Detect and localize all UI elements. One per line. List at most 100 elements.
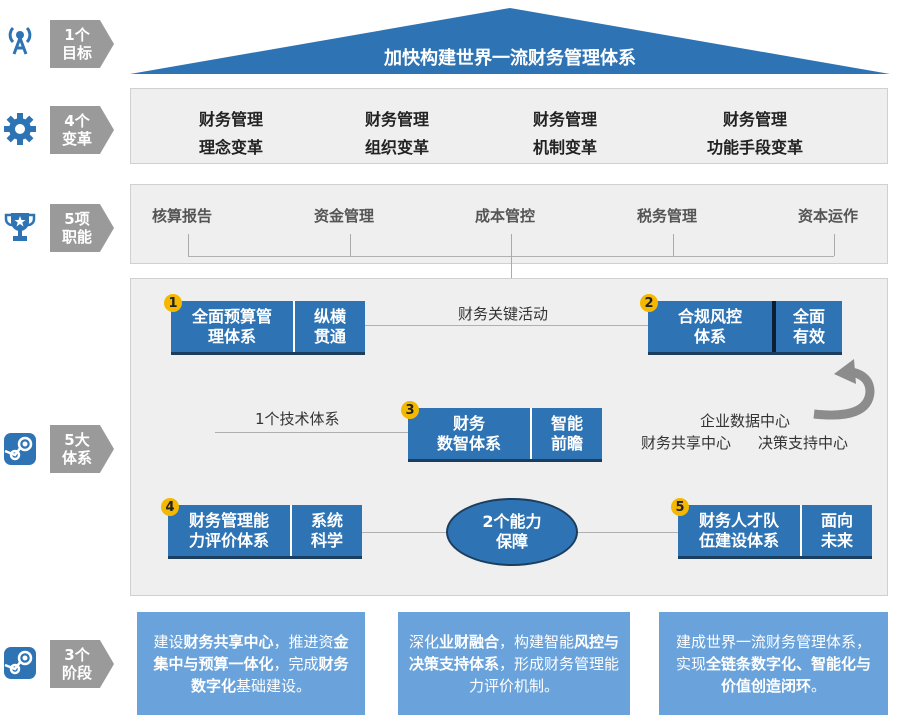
reforms-tag: 4个 变革 bbox=[50, 106, 114, 154]
center-label: 决策支持中心 bbox=[758, 434, 849, 452]
system-box-main: 财务数智体系 bbox=[408, 408, 532, 459]
reform-line1: 财务管理 bbox=[722, 110, 787, 129]
system-box-sub: 纵横贯通 bbox=[295, 301, 365, 352]
system-box-main: 合规风控体系 bbox=[648, 301, 776, 352]
stage-text-segment: 。 bbox=[811, 676, 827, 695]
reform-item: 财务管理 理念变革 bbox=[186, 106, 276, 162]
system-box-sub-line: 系统 bbox=[310, 510, 343, 530]
system-box-sub-line: 智能 bbox=[550, 413, 583, 433]
capability-ellipse: 2个能力保障 bbox=[446, 498, 578, 566]
system-box-main-line: 数智体系 bbox=[436, 433, 501, 453]
connector-line bbox=[511, 256, 512, 278]
system-box-sub-line: 纵横 bbox=[313, 306, 346, 326]
stage-highlight: 全链条数字化、智能化与价值创造闭环 bbox=[706, 654, 872, 695]
reform-line2: 机制变革 bbox=[532, 138, 597, 157]
stage-card-3: 建成世界一流财务管理体系，实现全链条数字化、智能化与价值创造闭环。 bbox=[659, 612, 888, 715]
reform-item: 财务管理 功能手段变革 bbox=[690, 106, 820, 162]
function-tick bbox=[350, 234, 351, 256]
system-box-sub: 系统科学 bbox=[292, 505, 362, 556]
reform-line1: 财务管理 bbox=[364, 110, 429, 129]
system-box-main-line: 理体系 bbox=[207, 326, 256, 346]
capability-line2: 保障 bbox=[495, 532, 528, 551]
function-tick bbox=[511, 234, 512, 256]
system-box-main-line: 合规风控 bbox=[677, 306, 742, 326]
system-box-main: 全面预算管理体系 bbox=[171, 301, 295, 352]
key-activity-line bbox=[365, 325, 648, 326]
systems-tag-count: 5大 bbox=[64, 431, 90, 449]
stage-text: 深化业财融合，构建智能风控与决策支持体系，形成财务管理能力评价机制。 bbox=[408, 631, 620, 697]
goal-tag-label: 目标 bbox=[61, 44, 92, 62]
reform-line2: 功能手段变革 bbox=[706, 138, 803, 157]
system-box-main-line: 体系 bbox=[693, 326, 726, 346]
system-number-badge: 5 bbox=[671, 498, 689, 516]
tech-line bbox=[215, 432, 408, 433]
goal-tag-count: 1个 bbox=[64, 26, 90, 44]
function-item: 核算报告 bbox=[152, 207, 213, 225]
functions-tag: 5项 职能 bbox=[50, 204, 114, 252]
system-box-sub-line: 前瞻 bbox=[550, 433, 583, 453]
system-box-1: 全面预算管理体系 纵横贯通 bbox=[171, 301, 365, 355]
antenna-icon bbox=[8, 26, 32, 55]
system-box-sub-line: 面向 bbox=[820, 510, 853, 530]
stage-card-1: 建设财务共享中心，推进资金集中与预算一体化，完成财务数字化基础建设。 bbox=[137, 612, 365, 715]
system-number-badge: 4 bbox=[161, 498, 179, 516]
system-box-sub: 全面有效 bbox=[776, 301, 842, 352]
stage-text-segment: ，形成财务管理能力评价机制。 bbox=[468, 654, 620, 695]
system-box-sub-line: 全面 bbox=[792, 306, 825, 326]
system-box-sub-line: 科学 bbox=[310, 530, 343, 550]
goal-tag: 1个 目标 bbox=[50, 20, 114, 68]
systems-tag: 5大 体系 bbox=[50, 425, 114, 473]
system-box-main-line: 伍建设体系 bbox=[698, 530, 779, 550]
reforms-tag-label: 变革 bbox=[61, 130, 92, 148]
stages-tag-label: 阶段 bbox=[61, 664, 92, 682]
system-box-main-line: 力评价体系 bbox=[188, 530, 269, 550]
stage-text-segment: 基础建设。 bbox=[236, 676, 312, 695]
reforms-panel bbox=[130, 88, 888, 164]
system-box-sub-line: 有效 bbox=[792, 326, 825, 346]
functions-panel bbox=[130, 184, 888, 264]
system-box-main: 财务人才队伍建设体系 bbox=[678, 505, 802, 556]
gear-icon bbox=[4, 113, 36, 145]
stage-text-segment: 深化 bbox=[408, 632, 439, 651]
stages-tag-count: 3个 bbox=[64, 646, 90, 664]
trophy-icon bbox=[4, 213, 36, 241]
stages-tag: 3个 阶段 bbox=[50, 640, 114, 688]
reforms-tag-count: 4个 bbox=[64, 112, 90, 130]
reform-line1: 财务管理 bbox=[198, 110, 263, 129]
stage-text-segment: ，构建智能 bbox=[499, 632, 575, 651]
stage-highlight: 业财融合 bbox=[438, 632, 499, 651]
system-box-sub: 智能前瞻 bbox=[532, 408, 602, 459]
system-box-4: 财务管理能力评价体系 系统科学 bbox=[168, 505, 362, 559]
reform-line2: 理念变革 bbox=[198, 138, 263, 157]
steam-icon bbox=[4, 647, 36, 679]
functions-tag-label: 职能 bbox=[61, 228, 92, 246]
key-activity-label: 财务关键活动 bbox=[458, 305, 549, 323]
system-box-sub-line: 贯通 bbox=[313, 326, 346, 346]
function-tick bbox=[188, 234, 189, 256]
function-item: 资本运作 bbox=[798, 207, 859, 225]
cycle-arrow-icon bbox=[813, 359, 875, 420]
goal-roof bbox=[130, 8, 890, 74]
system-box-main-line: 财务管理能 bbox=[188, 510, 269, 530]
systems-tag-label: 体系 bbox=[61, 449, 92, 467]
stage-highlight: 财务共享中心 bbox=[183, 632, 274, 651]
system-box-main: 财务管理能力评价体系 bbox=[168, 505, 292, 556]
stage-highlight: 财务数字化 bbox=[190, 654, 349, 695]
reform-line2: 组织变革 bbox=[364, 138, 429, 157]
system-box-2: 合规风控体系 全面有效 bbox=[648, 301, 842, 355]
stage-highlight: 金集中与预算一体化 bbox=[153, 632, 349, 673]
function-tick bbox=[834, 234, 835, 256]
stage-text-segment: 建成世界一流财务管理体系，实现 bbox=[675, 632, 871, 673]
center-label: 财务共享中心 bbox=[641, 434, 732, 452]
system-number-badge: 1 bbox=[164, 294, 182, 312]
function-item: 成本管控 bbox=[475, 207, 536, 225]
center-label: 企业数据中心 bbox=[700, 412, 791, 430]
stage-text: 建成世界一流财务管理体系，实现全链条数字化、智能化与价值创造闭环。 bbox=[669, 631, 878, 697]
goal-title: 加快构建世界一流财务管理体系 bbox=[384, 48, 636, 69]
system-box-sub-line: 未来 bbox=[820, 530, 853, 550]
function-item: 税务管理 bbox=[637, 207, 698, 225]
system-box-main-line: 全面预算管 bbox=[191, 306, 272, 326]
function-tick bbox=[673, 234, 674, 256]
steam-icon bbox=[4, 433, 36, 465]
reform-item: 财务管理 机制变革 bbox=[520, 106, 610, 162]
